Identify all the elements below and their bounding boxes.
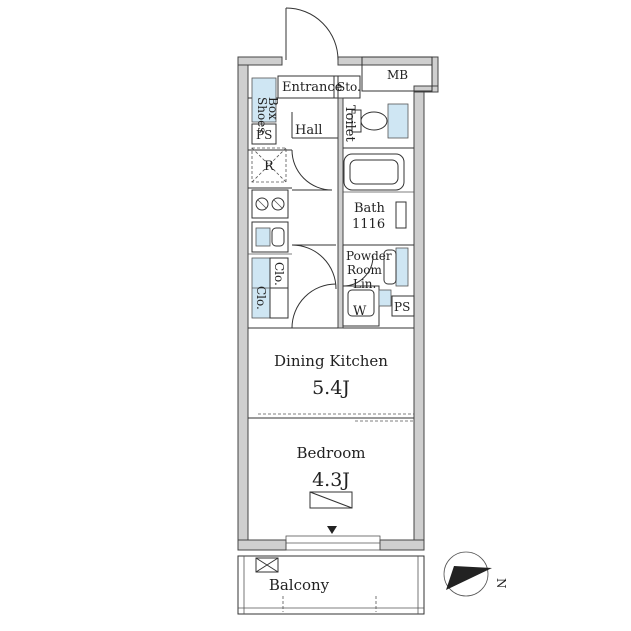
refrigerator xyxy=(251,147,287,183)
bedroom-label: Bedroom xyxy=(297,444,366,462)
dining-kitchen-size: 5.4J xyxy=(312,377,350,399)
compass-icon xyxy=(443,551,492,597)
shoes-box-label-1: Shoes xyxy=(255,97,269,133)
bath-size-label: 1116 xyxy=(352,217,385,232)
hall-doors xyxy=(291,149,337,329)
closets xyxy=(251,257,289,319)
pipe-space-label-1: PS xyxy=(256,128,272,142)
balcony-label: Balcony xyxy=(269,576,330,594)
toilet-fixture xyxy=(351,103,409,139)
refrigerator-label: R xyxy=(264,159,275,174)
linen-label: Lin. xyxy=(353,277,376,291)
pipe-space-label-2: PS xyxy=(394,300,410,314)
dining-kitchen-label: Dining Kitchen xyxy=(274,352,388,370)
shoes-box-label-2: Box xyxy=(266,97,280,120)
storage-label: Sto. xyxy=(337,80,361,94)
interior-walls xyxy=(248,97,414,422)
powder-room-label-2: Room xyxy=(347,263,382,277)
entrance-label: Entrance xyxy=(282,80,343,95)
outer-walls xyxy=(237,56,439,551)
entrance-area xyxy=(248,75,361,145)
compass-north-label: N xyxy=(494,578,508,589)
entrance-door xyxy=(285,7,339,61)
balcony xyxy=(237,555,425,615)
hall-label: Hall xyxy=(295,123,322,138)
bedroom-markers xyxy=(309,491,353,534)
kitchen-stove xyxy=(251,189,289,219)
bedroom-size: 4.3J xyxy=(312,469,350,491)
powder-room-fixtures xyxy=(342,245,415,327)
bath-label: Bath xyxy=(354,201,386,216)
washer-label: W xyxy=(353,304,367,319)
toilet-label: Toilet xyxy=(342,105,357,142)
powder-room-label-1: Powder xyxy=(346,249,392,263)
closet-label-1: Clo. xyxy=(272,262,286,286)
closet-label-2: Clo. xyxy=(254,286,268,310)
meter-box-label: MB xyxy=(387,68,408,82)
kitchen-sink xyxy=(248,221,292,255)
bathtub xyxy=(343,153,414,229)
